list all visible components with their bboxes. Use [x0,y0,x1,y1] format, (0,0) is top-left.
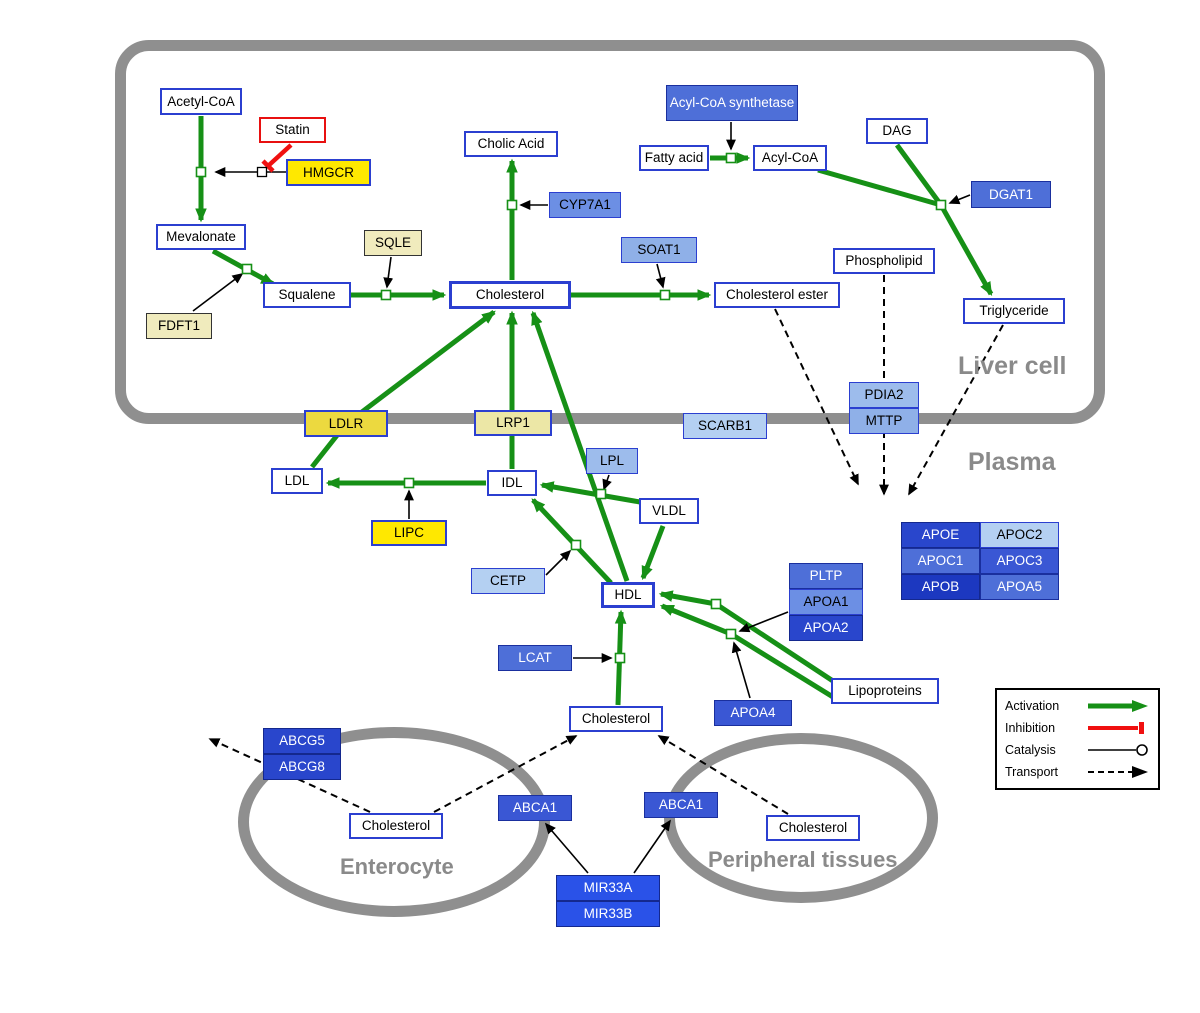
node-mttp[interactable]: MTTP [849,408,919,434]
node-mir33a[interactable]: MIR33A [556,875,660,901]
legend: Activation Inhibition Catalysis Transpor… [995,688,1160,790]
legend-activation-label: Activation [1005,699,1060,713]
legend-row-catalysis: Catalysis [1005,739,1150,761]
node-ldl[interactable]: LDL [271,468,323,494]
node-lipoproteins[interactable]: Lipoproteins [831,678,939,704]
node-abca1-peripheral[interactable]: ABCA1 [644,792,718,818]
node-mevalonate[interactable]: Mevalonate [156,224,246,250]
node-cyp7a1[interactable]: CYP7A1 [549,192,621,218]
node-cholesterol-liver[interactable]: Cholesterol [449,281,571,309]
node-lpl[interactable]: LPL [586,448,638,474]
node-pdia2[interactable]: PDIA2 [849,382,919,408]
node-dag[interactable]: DAG [866,118,928,144]
node-fdft1[interactable]: FDFT1 [146,313,212,339]
node-cholesterol-ester[interactable]: Cholesterol ester [714,282,840,308]
node-statin[interactable]: Statin [259,117,326,143]
node-lipc[interactable]: LIPC [371,520,447,546]
node-idl[interactable]: IDL [487,470,537,496]
node-mir33b[interactable]: MIR33B [556,901,660,927]
node-phospholipid[interactable]: Phospholipid [833,248,935,274]
node-cholesterol-enterocyte[interactable]: Cholesterol [349,813,443,839]
enterocyte-label: Enterocyte [340,854,454,879]
node-apoc1[interactable]: APOC1 [901,548,980,574]
node-scarb1[interactable]: SCARB1 [683,413,767,439]
node-squalene[interactable]: Squalene [263,282,351,308]
node-lcat[interactable]: LCAT [498,645,572,671]
node-soat1[interactable]: SOAT1 [621,237,697,263]
peripheral-tissues-compartment [664,733,938,903]
catalysis-edges [192,122,971,874]
inhibition-tbar-icon [1088,722,1144,734]
transport-dashed-arrow-icon [1088,766,1148,778]
node-apoa5[interactable]: APOA5 [980,574,1059,600]
node-acyl-coa-synthetase[interactable]: Acyl-CoA synthetase [666,85,798,121]
node-apoe[interactable]: APOE [901,522,980,548]
node-pltp[interactable]: PLTP [789,563,863,589]
legend-row-activation: Activation [1005,695,1150,717]
node-abcg5[interactable]: ABCG5 [263,728,341,754]
node-sqle[interactable]: SQLE [364,230,422,256]
node-apoc2[interactable]: APOC2 [980,522,1059,548]
legend-transport-label: Transport [1005,765,1059,779]
inhibition-target-anchor [256,166,268,178]
node-dgat1[interactable]: DGAT1 [971,181,1051,208]
node-lrp1[interactable]: LRP1 [474,410,552,436]
enterocyte-compartment [238,727,550,917]
node-apoa2[interactable]: APOA2 [789,615,863,641]
node-triglyceride[interactable]: Triglyceride [963,298,1065,324]
legend-inhibition-label: Inhibition [1005,721,1056,735]
liver-cell-compartment [115,40,1105,424]
conversion-anchors [195,152,947,664]
catalysis-circle-icon [1088,744,1148,756]
node-cholic-acid[interactable]: Cholic Acid [464,131,558,157]
inhibition-edge [261,143,293,173]
activation-arrow-icon [1088,700,1148,712]
liver-cell-label: Liver cell [958,352,1067,380]
node-apob[interactable]: APOB [901,574,980,600]
node-abca1-enterocyte[interactable]: ABCA1 [498,795,572,821]
node-cetp[interactable]: CETP [471,568,545,594]
node-hmgcr[interactable]: HMGCR [286,159,371,186]
node-apoc3[interactable]: APOC3 [980,548,1059,574]
node-abcg8[interactable]: ABCG8 [263,754,341,780]
peripheral-tissues-label: Peripheral tissues [708,847,898,872]
legend-catalysis-label: Catalysis [1005,743,1056,757]
node-cholesterol-plasma[interactable]: Cholesterol [569,706,663,732]
legend-row-inhibition: Inhibition [1005,717,1150,739]
node-apoa1[interactable]: APOA1 [789,589,863,615]
node-acetyl-coa-liver[interactable]: Acetyl-CoA [160,88,242,115]
legend-row-transport: Transport [1005,761,1150,783]
node-vldl[interactable]: VLDL [639,498,699,524]
node-acyl-coa[interactable]: Acyl-CoA [753,145,827,171]
node-ldlr[interactable]: LDLR [304,410,388,437]
plasma-label: Plasma [968,448,1056,476]
node-fatty-acid[interactable]: Fatty acid [639,145,709,171]
node-cholesterol-peripheral[interactable]: Cholesterol [766,815,860,841]
node-apoa4[interactable]: APOA4 [714,700,792,726]
node-hdl[interactable]: HDL [601,582,655,608]
